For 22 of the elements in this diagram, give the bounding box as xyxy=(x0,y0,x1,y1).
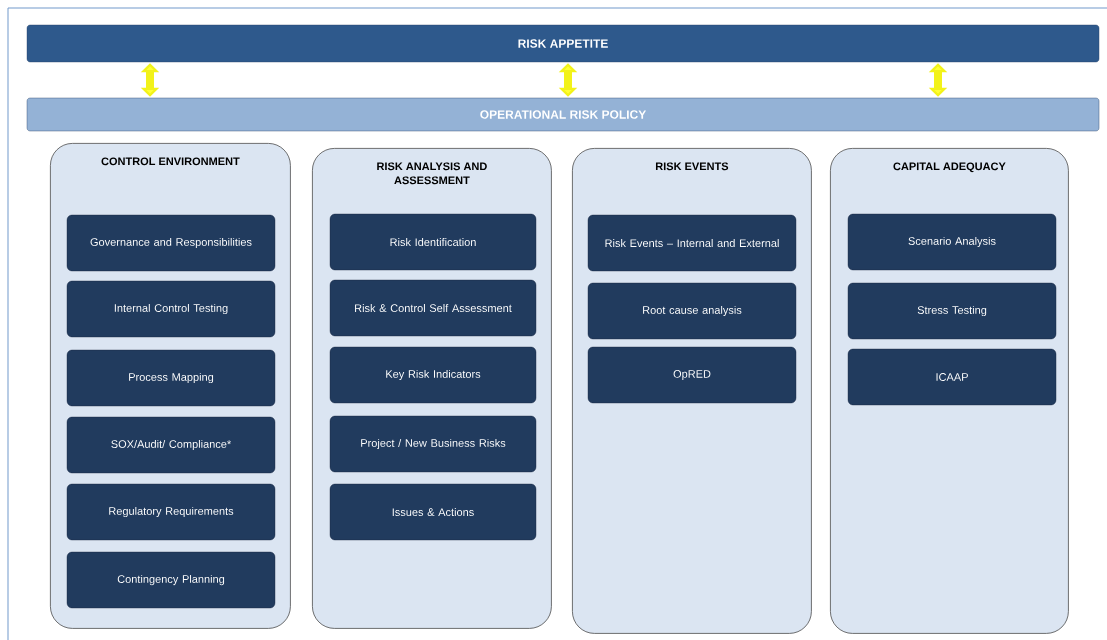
process-box: ICAAP xyxy=(847,348,1057,406)
double-arrow xyxy=(140,63,160,97)
process-box: Regulatory Requirements xyxy=(66,483,276,541)
process-box: Risk Events – Internal and External xyxy=(587,214,797,272)
double-arrow xyxy=(558,63,578,97)
process-box: Governance and Responsibilities xyxy=(66,214,276,272)
process-box: Stress Testing xyxy=(847,282,1057,340)
process-box: Risk Identification xyxy=(329,213,537,271)
process-box: Issues & Actions xyxy=(329,483,537,541)
band: RISK APPETITE xyxy=(26,24,1100,63)
process-box: Internal Control Testing xyxy=(66,280,276,338)
double-arrow xyxy=(928,63,948,97)
process-box: Process Mapping xyxy=(66,349,276,407)
process-box: SOX/Audit/ Compliance* xyxy=(66,416,276,474)
process-box: Project / New Business Risks xyxy=(329,415,537,473)
process-box: Risk & Control Self Assessment xyxy=(329,279,537,337)
process-box: Contingency Planning xyxy=(66,551,276,609)
process-box: Scenario Analysis xyxy=(847,213,1057,271)
process-box: Key Risk Indicators xyxy=(329,346,537,404)
band: OPERATIONAL RISK POLICY xyxy=(26,97,1100,132)
process-box: Root cause analysis xyxy=(587,282,797,340)
process-box: OpRED xyxy=(587,346,797,404)
